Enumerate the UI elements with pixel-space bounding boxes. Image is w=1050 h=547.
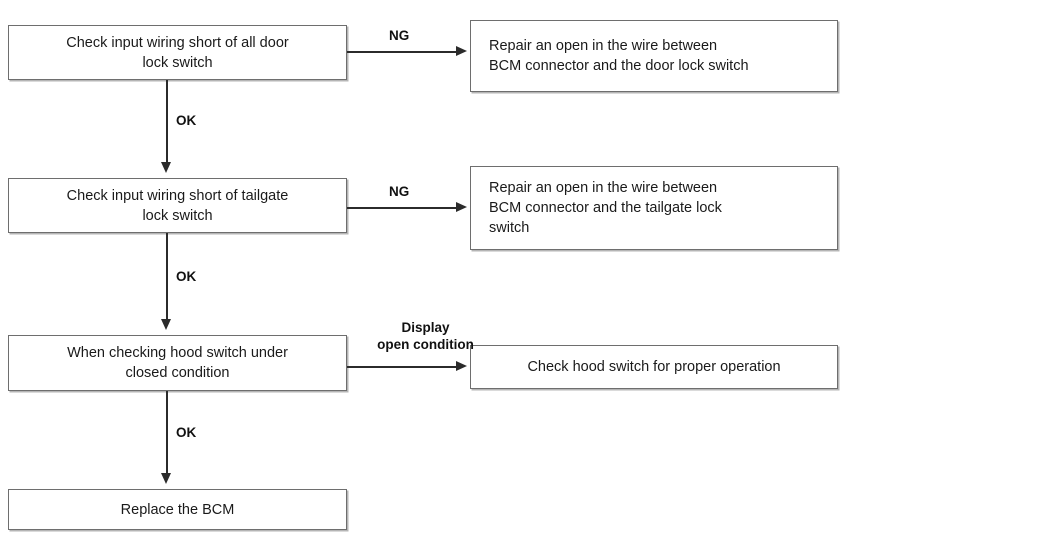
arrowhead-right-icon bbox=[456, 46, 467, 56]
arrowhead-right-icon bbox=[456, 361, 467, 371]
edge-label-ok-door-lock: OK bbox=[176, 113, 197, 128]
edge-label-ng-door-lock: NG bbox=[389, 28, 410, 43]
node-repair-door-lock-wire: Repair an open in the wire between BCM c… bbox=[470, 20, 838, 92]
node-tailgate-check-label: Check input wiring short of tailgate loc… bbox=[66, 187, 289, 224]
node-repair-tailgate-wire-label: Repair an open in the wire between BCM c… bbox=[489, 180, 722, 236]
arrowhead-right-icon bbox=[456, 202, 467, 212]
node-repair-door-lock-wire-label: Repair an open in the wire between BCM c… bbox=[489, 38, 749, 74]
node-replace-bcm-label: Replace the BCM bbox=[120, 501, 235, 518]
arrowhead-down-icon bbox=[161, 319, 171, 330]
node-check-hood-operation: Check hood switch for proper operation bbox=[470, 345, 838, 389]
node-tailgate-check: Check input wiring short of tailgate loc… bbox=[8, 178, 347, 233]
edge-label-ng-tailgate: NG bbox=[389, 184, 410, 199]
edge-label-ok-tailgate: OK bbox=[176, 269, 197, 284]
connector-door-lock-to-repair bbox=[347, 51, 457, 53]
node-door-lock-check-label: Check input wiring short of all door loc… bbox=[66, 34, 289, 71]
connector-door-lock-to-tailgate bbox=[166, 80, 168, 164]
arrowhead-down-icon bbox=[161, 473, 171, 484]
node-hood-switch-check: When checking hood switch under closed c… bbox=[8, 335, 347, 391]
connector-hood-to-replace-bcm bbox=[166, 391, 168, 475]
connector-tailgate-to-hood bbox=[166, 233, 168, 321]
node-repair-tailgate-wire: Repair an open in the wire between BCM c… bbox=[470, 166, 838, 250]
edge-label-ok-hood: OK bbox=[176, 425, 197, 440]
node-hood-switch-check-label: When checking hood switch under closed c… bbox=[67, 345, 288, 381]
node-door-lock-check: Check input wiring short of all door loc… bbox=[8, 25, 347, 80]
node-replace-bcm: Replace the BCM bbox=[8, 489, 347, 530]
arrowhead-down-icon bbox=[161, 162, 171, 173]
node-check-hood-operation-label: Check hood switch for proper operation bbox=[527, 359, 781, 375]
connector-hood-to-check-operation bbox=[347, 366, 457, 368]
connector-tailgate-to-repair bbox=[347, 207, 457, 209]
edge-label-display-open-condition: Display open condition bbox=[377, 320, 474, 352]
